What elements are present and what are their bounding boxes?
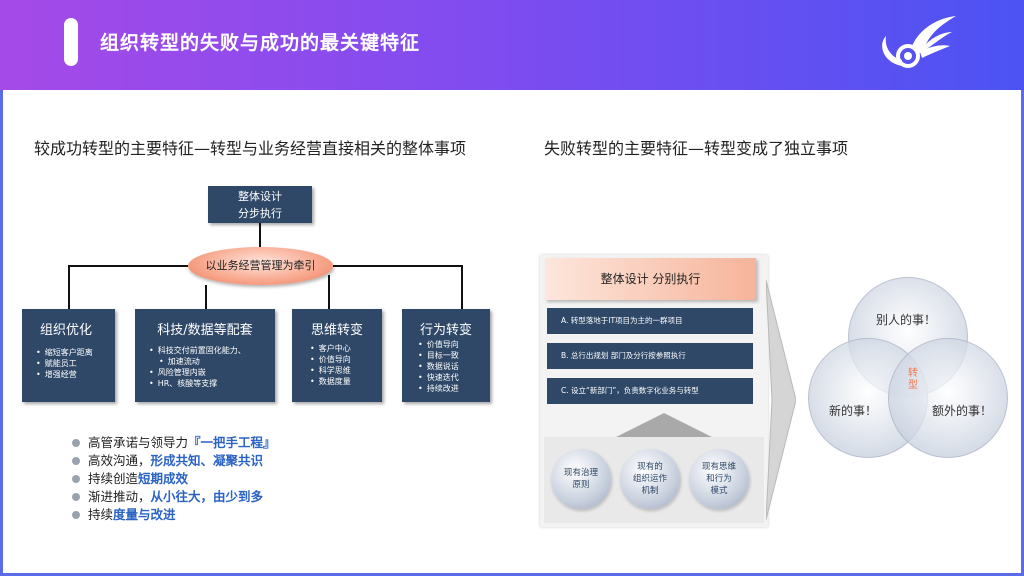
failure-bar-c: C. 设立“新部门”，负责数字化业务与转型	[547, 378, 753, 404]
triangle-pointer-icon	[612, 413, 716, 439]
bullet-emphasis: 『一把手工程』	[188, 435, 276, 450]
bullet-emphasis: 短期成效	[138, 471, 189, 486]
connector-line	[259, 223, 261, 247]
bullet-dot-icon	[72, 493, 80, 501]
category-tech-data: 科技/数据等配套 科技交付前置固化能力、 加速流动 风险管理内嵌 HR、核酸等支…	[135, 309, 275, 402]
success-factors-list: 高管承诺与领导力『一把手工程』 高效沟通，形成共知、凝聚共识 持续创造短期成效 …	[72, 434, 276, 524]
bullet-emphasis: 形成共知、凝聚共识	[150, 453, 264, 468]
circle-text: 机制	[641, 486, 659, 496]
list-item: 渐进推动，从小往大，由少到多	[72, 488, 276, 506]
failure-bar-a: A. 转型落地于IT项目为主的一群项目	[547, 308, 753, 334]
circle-governance: 现有治理原则	[551, 449, 611, 509]
bullet-text: 持续	[88, 507, 114, 522]
top-box-overall-design: 整体设计 分步执行	[208, 186, 312, 223]
bullet-dot-icon	[72, 475, 80, 483]
top-box-line1: 整体设计	[238, 190, 282, 203]
connector-line	[461, 265, 463, 309]
category-item: 缩短客户距离	[36, 347, 93, 358]
category-item: 数据度量	[310, 376, 351, 387]
category-item: 加速流动	[149, 356, 246, 367]
connector-line	[205, 285, 207, 309]
category-item: 赋能员工	[36, 358, 93, 369]
category-item: 增强经营	[36, 369, 93, 380]
circle-mindset-behavior: 现有思维和行为模式	[689, 449, 749, 509]
category-title: 组织优化	[40, 323, 93, 338]
list-item: 持续度量与改进	[72, 506, 276, 524]
category-title: 行为转变	[419, 323, 472, 338]
bullet-text: 渐进推动，	[88, 489, 151, 504]
bullet-emphasis: 从小往大，由少到多	[150, 489, 264, 504]
bullet-text: 高效沟通，	[88, 453, 151, 468]
slide-header: 组织转型的失败与成功的最关键特征	[0, 0, 1024, 90]
category-item: 持续改进	[418, 383, 459, 394]
business-traction-ellipse: 以业务经营管理为牵引	[188, 247, 333, 285]
category-item: 科学思维	[310, 365, 351, 376]
bullet-dot-icon	[72, 457, 80, 465]
venn-circle-right	[888, 338, 1008, 458]
category-item: 价值导向	[418, 339, 459, 350]
slide-title: 组织转型的失败与成功的最关键特征	[100, 32, 421, 54]
category-item: 目标一致	[418, 350, 459, 361]
left-section-title: 较成功转型的主要特征—转型与业务经营直接相关的整体事项	[34, 139, 467, 158]
circle-text: 现有治理	[563, 468, 598, 478]
category-mindset-change: 思维转变 客户中心 价值导向 科学思维 数据度量	[292, 309, 382, 402]
failure-header-box: 整体设计 分别执行	[545, 258, 756, 300]
connector-line	[68, 265, 188, 267]
circle-text: 模式	[710, 486, 728, 496]
venn-center-label: 转型	[908, 368, 918, 391]
chevron-right-icon	[766, 280, 796, 520]
bullet-text: 持续创造	[88, 471, 139, 486]
venn-label-new: 新的事！	[829, 404, 878, 418]
bullet-dot-icon	[72, 439, 80, 447]
category-item: HR、核酸等支撑	[149, 378, 246, 389]
bullet-dot-icon	[72, 511, 80, 519]
category-item: 价值导向	[310, 354, 351, 365]
circle-text: 原则	[572, 480, 590, 490]
venn-label-others: 别人的事！	[876, 313, 937, 327]
circle-org-mechanism: 现有的组织运作机制	[620, 449, 680, 509]
header-accent-bar	[64, 18, 78, 66]
failure-bar-b: B. 总行出规划 部门及分行按参照执行	[547, 343, 753, 369]
category-item: 数据说话	[418, 361, 459, 372]
right-section-title: 失败转型的主要特征—转型变成了独立事项	[544, 139, 849, 158]
circle-text: 现有思维	[701, 462, 736, 472]
connector-line	[68, 265, 70, 309]
venn-label-extra: 额外的事！	[932, 404, 993, 418]
category-org-optimization: 组织优化 缩短客户距离 赋能员工 增强经营	[22, 309, 115, 402]
wings-logo-icon	[882, 16, 956, 68]
category-item: 客户中心	[310, 343, 351, 354]
connector-line	[333, 265, 463, 267]
bullet-text: 高管承诺与领导力	[88, 435, 189, 450]
circle-text: 组织运作	[632, 474, 667, 484]
category-behavior-change: 行为转变 价值导向 目标一致 数据说话 快速迭代 持续改进	[402, 309, 490, 402]
category-title: 科技/数据等配套	[157, 323, 253, 338]
circle-text: 和行为	[706, 474, 732, 484]
bullet-emphasis: 与改进	[138, 507, 176, 522]
list-item: 高效沟通，形成共知、凝聚共识	[72, 452, 276, 470]
connector-line	[328, 275, 330, 309]
top-box-line2: 分步执行	[238, 207, 282, 220]
category-item: 风险管理内嵌	[149, 367, 246, 378]
category-title: 思维转变	[310, 323, 363, 338]
bullet-emphasis: 度量	[113, 507, 139, 522]
list-item: 持续创造短期成效	[72, 470, 276, 488]
list-item: 高管承诺与领导力『一把手工程』	[72, 434, 276, 452]
circle-text: 现有的	[637, 462, 663, 472]
category-item: 科技交付前置固化能力、	[149, 345, 246, 356]
category-item: 快速迭代	[418, 372, 459, 383]
